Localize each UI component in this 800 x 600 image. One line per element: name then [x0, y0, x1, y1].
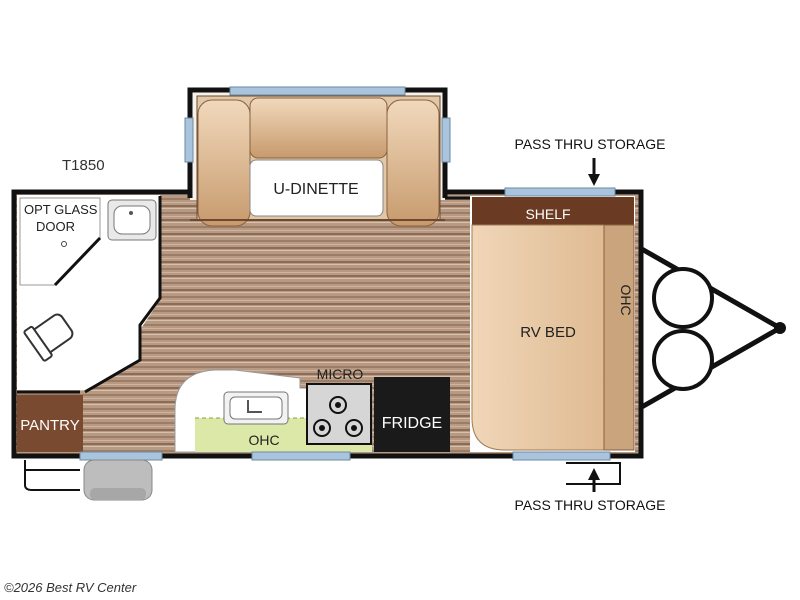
copyright-text: ©2026 Best RV Center — [4, 580, 137, 595]
u-dinette-label: U-DINETTE — [273, 181, 358, 198]
rv-bed — [471, 224, 605, 451]
bed-ohc-label: OHC — [618, 284, 634, 315]
entry-door — [24, 451, 163, 501]
shower-drain-icon — [61, 241, 67, 247]
fridge — [374, 377, 450, 452]
pantry-label: PANTRY — [20, 417, 79, 434]
pass-thru-storage-top: PASS THRU STORAGE — [515, 136, 666, 186]
kitchen: OHC MICRO FRIDGE — [174, 366, 450, 453]
pantry: PANTRY — [17, 395, 83, 452]
propane-tank-bottom — [652, 329, 714, 391]
dinette-table — [249, 159, 384, 217]
bedroom: SHELF RV BED OHC — [470, 196, 635, 452]
propane-tank-top — [652, 267, 714, 329]
opt-glass-door-label: OPT GLASS DOOR — [24, 202, 101, 234]
model-label: T1850 — [62, 157, 105, 174]
bathroom: OPT GLASS DOOR — [17, 195, 162, 394]
shelf — [472, 197, 634, 225]
bed-ohc — [603, 224, 635, 451]
toilet-icon — [23, 313, 74, 362]
u-dinette: U-DINETTE — [196, 95, 441, 227]
pass-thru-bottom-label: PASS THRU STORAGE — [515, 497, 666, 513]
pass-thru-top-label: PASS THRU STORAGE — [515, 136, 666, 152]
shelf-label: SHELF — [525, 206, 570, 222]
pass-thru-storage-bottom: PASS THRU STORAGE — [515, 462, 666, 513]
rv-bed-label: RV BED — [520, 324, 576, 341]
micro-label: MICRO — [317, 366, 364, 382]
windows — [184, 86, 616, 461]
fridge-label: FRIDGE — [382, 415, 442, 432]
ohc-kitchen-label: OHC — [248, 432, 279, 448]
hitch — [638, 245, 786, 411]
stove — [306, 383, 372, 445]
